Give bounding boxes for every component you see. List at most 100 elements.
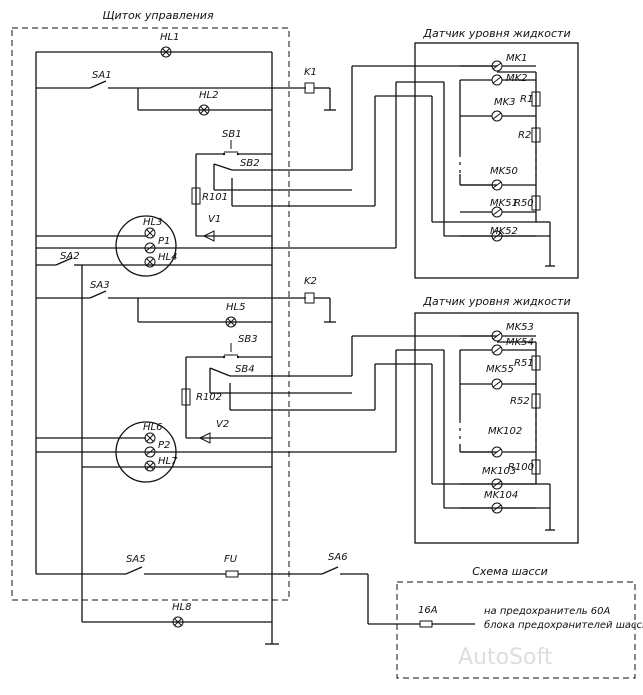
chassis-fuse-label: 16A bbox=[418, 605, 438, 616]
contact-label: MK52 bbox=[490, 226, 518, 237]
contact-mk104: MK104 bbox=[460, 490, 536, 514]
r102-resistor bbox=[181, 388, 191, 406]
k1-coil bbox=[304, 82, 315, 94]
r51-label: R51 bbox=[514, 358, 534, 369]
sb2-switch bbox=[213, 163, 233, 171]
contact-mk50: MK50 bbox=[460, 166, 536, 191]
contact-label: MK51 bbox=[490, 198, 518, 209]
r52-resistor bbox=[531, 393, 541, 409]
k1-label: K1 bbox=[304, 67, 317, 78]
hl2-label: HL2 bbox=[199, 90, 218, 101]
hl4-lamp bbox=[144, 256, 156, 268]
sb1-label: SB1 bbox=[222, 129, 242, 140]
r101-resistor bbox=[191, 187, 201, 205]
contact-label: MK1 bbox=[506, 53, 528, 64]
sensor1-title: Датчик уровня жидкости bbox=[422, 27, 570, 40]
contact-label: MK103 bbox=[482, 466, 516, 477]
contact-label: MK2 bbox=[506, 73, 528, 84]
hl1-label: HL1 bbox=[160, 32, 179, 43]
hl4-label: HL4 bbox=[158, 252, 177, 263]
chassis-16a-fuse bbox=[419, 620, 433, 628]
hl2-lamp bbox=[198, 104, 210, 116]
sa2-label: SA2 bbox=[60, 251, 80, 262]
chassis-note-line1: на предохранитель 60А bbox=[484, 606, 611, 617]
r1-label: R1 bbox=[520, 94, 533, 105]
contact-label: MK50 bbox=[490, 166, 518, 177]
r101-label: R101 bbox=[202, 192, 228, 203]
fu-label: FU bbox=[224, 554, 238, 565]
r1-resistor bbox=[531, 91, 541, 107]
watermark: AutoSoft bbox=[458, 645, 553, 670]
sa1-switch bbox=[89, 80, 107, 89]
p2-label: P2 bbox=[158, 440, 170, 451]
hl7-lamp bbox=[144, 460, 156, 472]
r51-resistor bbox=[531, 355, 541, 371]
v2-label: V2 bbox=[216, 419, 229, 430]
fu-fuse bbox=[225, 570, 239, 578]
contact-label: MK53 bbox=[506, 322, 534, 333]
hl7-label: HL7 bbox=[158, 456, 178, 467]
hl8-label: HL8 bbox=[172, 602, 191, 613]
r2-label: R2 bbox=[518, 130, 531, 141]
sensor2-frame bbox=[414, 312, 579, 544]
sa1-label: SA1 bbox=[92, 70, 112, 81]
contact-mk55: MK55 bbox=[460, 364, 536, 390]
v1-label: V1 bbox=[208, 214, 221, 225]
sb4-switch bbox=[209, 367, 231, 377]
control-panel-title: Щиток управления bbox=[102, 9, 214, 22]
r100-resistor bbox=[531, 459, 541, 475]
chassis-frame bbox=[396, 581, 636, 679]
contact-label: MK102 bbox=[488, 426, 522, 437]
p1-meter bbox=[144, 242, 156, 254]
hl6-label: HL6 bbox=[143, 422, 162, 433]
p2-meter bbox=[144, 446, 156, 458]
hl3-label: HL3 bbox=[143, 217, 162, 228]
r102-label: R102 bbox=[196, 392, 222, 403]
sa5-label: SA5 bbox=[126, 554, 146, 565]
sensor2-title: Датчик уровня жидкости bbox=[422, 295, 570, 308]
chassis-title: Схема шасси bbox=[472, 565, 548, 578]
p1-gauge bbox=[115, 215, 177, 277]
contact-mk3: MK3 bbox=[460, 97, 536, 122]
r50-label: R50 bbox=[514, 198, 534, 209]
hl5-lamp bbox=[225, 316, 237, 328]
contact-mk1: MK1 bbox=[460, 53, 536, 72]
r52-label: R52 bbox=[510, 396, 530, 407]
r2-resistor bbox=[531, 127, 541, 143]
r100-label: R100 bbox=[508, 462, 534, 473]
k2-coil bbox=[304, 292, 315, 304]
contact-mk52: MK52 bbox=[460, 226, 536, 242]
sb2-label: SB2 bbox=[240, 158, 260, 169]
sa5-switch bbox=[125, 566, 143, 575]
sa3-switch bbox=[89, 290, 107, 299]
hl6-lamp bbox=[144, 432, 156, 444]
control-panel-frame bbox=[11, 27, 290, 601]
hl1-lamp bbox=[160, 46, 172, 58]
p1-label: P1 bbox=[158, 236, 170, 247]
contact-label: MK104 bbox=[484, 490, 518, 501]
chassis-note-line2: блока предохранителей шасси bbox=[484, 619, 643, 631]
sa6-label: SA6 bbox=[328, 552, 348, 563]
contact-label: MK55 bbox=[486, 364, 514, 375]
contact-mk51: MK51 bbox=[460, 198, 536, 218]
sb4-label: SB4 bbox=[235, 364, 255, 375]
sb3-label: SB3 bbox=[238, 334, 258, 345]
contact-mk54: MK54 bbox=[460, 337, 536, 356]
contact-mk53: MK53 bbox=[460, 322, 536, 342]
sensor1-frame bbox=[414, 42, 579, 279]
contact-mk2: MK2 bbox=[460, 73, 536, 86]
sb3-button bbox=[222, 343, 240, 359]
sa2-switch bbox=[55, 257, 73, 266]
contact-label: MK3 bbox=[494, 97, 516, 108]
r50-resistor bbox=[531, 195, 541, 211]
sb1-button bbox=[222, 140, 240, 156]
hl5-label: HL5 bbox=[226, 302, 245, 313]
hl8-lamp bbox=[172, 616, 184, 628]
k2-label: K2 bbox=[304, 276, 317, 287]
sa6-switch bbox=[321, 566, 339, 575]
sa3-label: SA3 bbox=[90, 280, 110, 291]
hl3-lamp bbox=[144, 227, 156, 239]
